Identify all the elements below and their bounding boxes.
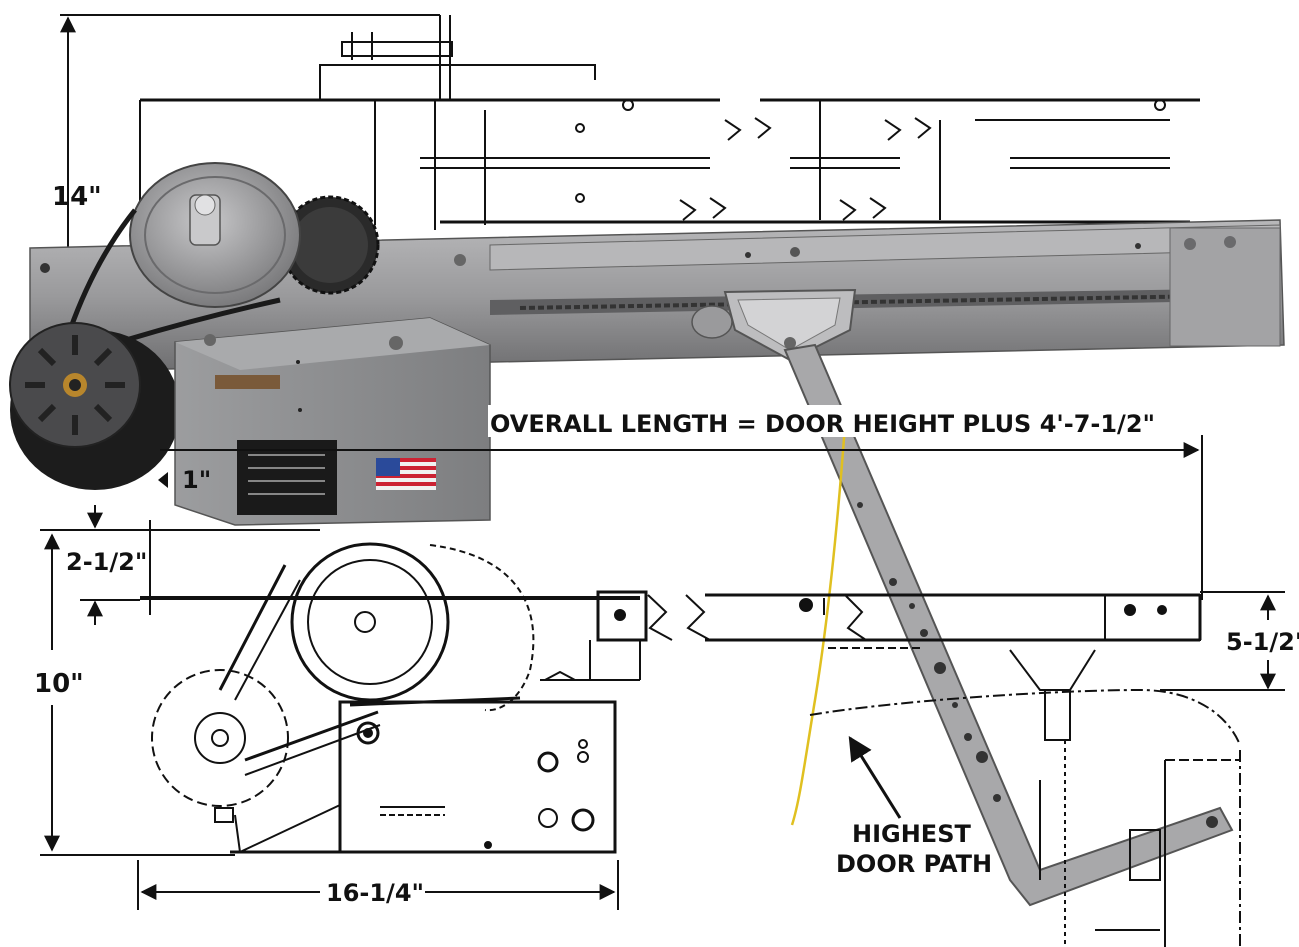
- dim-offset-right: 5-1/2": [1226, 628, 1299, 656]
- dimension-overall-length: OVERALL LENGTH = DOOR HEIGHT PLUS 4'-7-1…: [160, 405, 1203, 600]
- operator-photo: [9, 162, 1285, 907]
- overall-length-label: OVERALL LENGTH = DOOR HEIGHT PLUS 4'-7-1…: [490, 410, 1155, 438]
- dim-width-motor: 16-1/4": [326, 879, 424, 907]
- highest-label-line2: DOOR PATH: [836, 850, 992, 878]
- dimension-1in: 1": [158, 466, 211, 494]
- highest-label-line1: HIGHEST: [852, 820, 971, 848]
- dim-height-total: 14": [52, 182, 102, 212]
- dim-offset-top: 2-1/2": [66, 548, 147, 576]
- highest-door-path-callout: HIGHEST DOOR PATH: [836, 735, 992, 878]
- top-sprocket: [341, 41, 453, 57]
- dimension-5-5in: 5-1/2": [1160, 591, 1299, 691]
- label-plate: [215, 375, 280, 389]
- flag-decal: [376, 458, 436, 490]
- dimension-2-5in: 2-1/2": [66, 505, 151, 625]
- drive-chain: [519, 293, 1271, 310]
- release-cord: [790, 424, 847, 826]
- dimension-16-25in: 16-1/4": [137, 860, 619, 910]
- side-view-drawing: [40, 529, 1241, 947]
- dimension-10in: 10": [34, 533, 235, 856]
- warning-label: [237, 440, 337, 515]
- top-view-drawing: [139, 15, 1200, 240]
- dimension-14in: 14": [52, 14, 440, 250]
- dim-clearance-small: 1": [182, 466, 211, 494]
- dim-height-motor: 10": [34, 669, 84, 699]
